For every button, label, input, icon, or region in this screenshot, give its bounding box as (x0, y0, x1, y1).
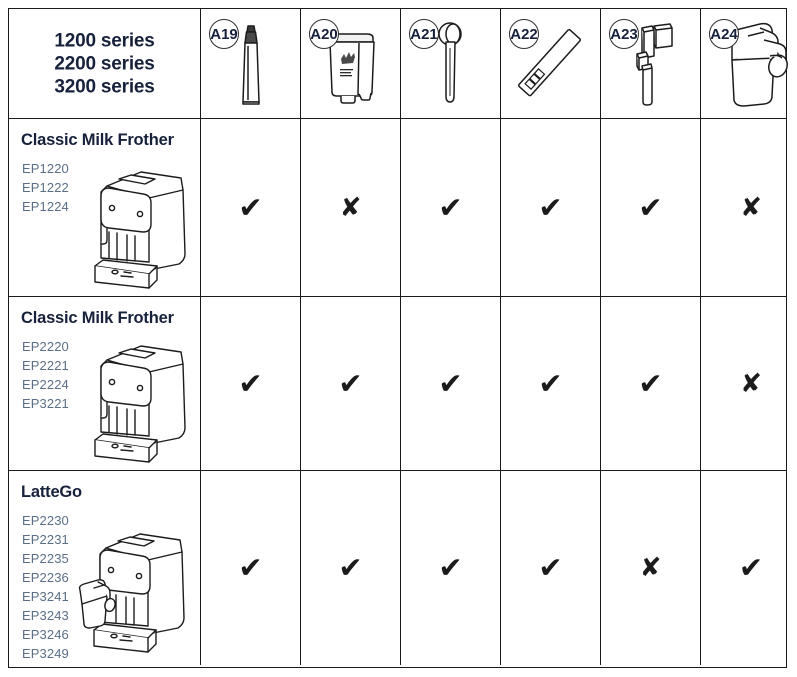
product-cell-row-3: LatteGo EP2230 EP2231 EP2235 EP2236 EP32… (9, 471, 201, 665)
compat-cell-r1-a21: ✔ (401, 119, 501, 296)
model-number: EP3246 (22, 627, 69, 642)
accessory-compatibility-table: 1200 series 2200 series 3200 series A19 (8, 8, 788, 668)
accessory-code-badge-a24: A24 (709, 19, 739, 49)
compat-cell-r3-a24: ✔ (701, 471, 797, 665)
product-title: Classic Milk Frother (21, 131, 174, 149)
compat-cell-r1-a19: ✔ (201, 119, 301, 296)
check-icon: ✔ (238, 550, 263, 585)
check-icon: ✔ (338, 366, 363, 400)
model-number: EP2220 (22, 339, 69, 354)
compat-cell-r1-a24: ✘ (701, 119, 797, 296)
accessory-header-a19: A19 (201, 9, 301, 118)
model-number: EP2236 (22, 570, 69, 585)
model-number: EP1224 (22, 199, 69, 214)
cross-icon: ✘ (740, 192, 762, 223)
check-icon: ✔ (538, 366, 563, 400)
product-title: Classic Milk Frother (21, 309, 174, 327)
model-number: EP1222 (22, 180, 69, 195)
compat-cell-r3-a23: ✘ (601, 471, 701, 665)
table-row: Classic Milk Frother EP2220 EP2221 EP222… (9, 297, 786, 471)
check-icon: ✔ (638, 190, 663, 224)
model-number: EP2224 (22, 377, 69, 392)
measuring-scoop-icon (401, 9, 500, 118)
model-number: EP2231 (22, 532, 69, 547)
espresso-machine-classic-icon (71, 336, 196, 466)
check-icon: ✔ (238, 190, 263, 224)
series-list: 1200 series 2200 series 3200 series (9, 29, 200, 98)
compat-cell-r3-a19: ✔ (201, 471, 301, 665)
classic-milk-frother-icon (601, 9, 700, 118)
accessory-header-a24: A24 (701, 9, 797, 118)
compat-cell-r3-a21: ✔ (401, 471, 501, 665)
compat-cell-r2-a22: ✔ (501, 297, 601, 470)
check-icon: ✔ (538, 190, 563, 224)
accessory-code-badge-a23: A23 (609, 19, 639, 49)
check-icon: ✔ (638, 366, 663, 400)
accessory-code-badge-a20: A20 (309, 19, 339, 49)
model-number: EP3249 (22, 646, 69, 661)
cross-icon: ✘ (740, 368, 762, 399)
check-icon: ✔ (738, 550, 764, 585)
series-line-3: 3200 series (54, 76, 155, 97)
product-title: LatteGo (21, 483, 82, 501)
cross-icon: ✘ (339, 192, 362, 223)
compat-cell-r2-a21: ✔ (401, 297, 501, 470)
compat-cell-r2-a23: ✔ (601, 297, 701, 470)
series-line-1: 1200 series (54, 30, 155, 51)
model-number: EP2230 (22, 513, 69, 528)
series-line-2: 2200 series (54, 53, 155, 74)
table-row: Classic Milk Frother EP1220 EP1222 EP122… (9, 119, 786, 297)
accessory-code-badge-a21: A21 (409, 19, 439, 49)
accessory-header-a23: A23 (601, 9, 701, 118)
product-cell-row-2: Classic Milk Frother EP2220 EP2221 EP222… (9, 297, 201, 470)
accessory-header-a21: A21 (401, 9, 501, 118)
grease-tube-icon (201, 9, 300, 118)
model-number-list: EP2230 EP2231 EP2235 EP2236 EP3241 EP324… (22, 511, 69, 663)
model-number: EP3221 (22, 396, 69, 411)
model-number: EP2221 (22, 358, 69, 373)
cross-icon: ✘ (639, 553, 662, 583)
water-hardness-strip-icon (501, 9, 600, 118)
table-header-row: 1200 series 2200 series 3200 series A19 (9, 9, 788, 119)
model-number: EP3241 (22, 589, 69, 604)
compat-cell-r2-a19: ✔ (201, 297, 301, 470)
series-header-cell: 1200 series 2200 series 3200 series (9, 9, 201, 118)
espresso-machine-classic-icon (71, 162, 196, 292)
compat-cell-r1-a20: ✘ (301, 119, 401, 296)
check-icon: ✔ (238, 366, 263, 400)
model-number: EP3243 (22, 608, 69, 623)
espresso-machine-lattego-icon (66, 526, 196, 661)
compat-cell-r1-a22: ✔ (501, 119, 601, 296)
compat-cell-r2-a20: ✔ (301, 297, 401, 470)
model-number: EP1220 (22, 161, 69, 176)
lattego-milk-container-icon (701, 9, 797, 118)
model-number-list: EP2220 EP2221 EP2224 EP3221 (22, 337, 69, 413)
check-icon: ✔ (438, 190, 463, 224)
accessory-code-badge-a22: A22 (509, 19, 539, 49)
accessory-code-badge-a19: A19 (209, 19, 239, 49)
check-icon: ✔ (538, 550, 563, 585)
product-cell-row-1: Classic Milk Frother EP1220 EP1222 EP122… (9, 119, 201, 296)
compat-cell-r2-a24: ✘ (701, 297, 797, 470)
model-number-list: EP1220 EP1222 EP1224 (22, 159, 69, 216)
compat-cell-r3-a22: ✔ (501, 471, 601, 665)
check-icon: ✔ (438, 366, 463, 400)
compat-cell-r1-a23: ✔ (601, 119, 701, 296)
table-row: LatteGo EP2230 EP2231 EP2235 EP2236 EP32… (9, 471, 786, 665)
compat-cell-r3-a20: ✔ (301, 471, 401, 665)
accessory-header-a22: A22 (501, 9, 601, 118)
model-number: EP2235 (22, 551, 69, 566)
accessory-header-a20: A20 (301, 9, 401, 118)
check-icon: ✔ (338, 550, 363, 585)
check-icon: ✔ (438, 550, 463, 585)
